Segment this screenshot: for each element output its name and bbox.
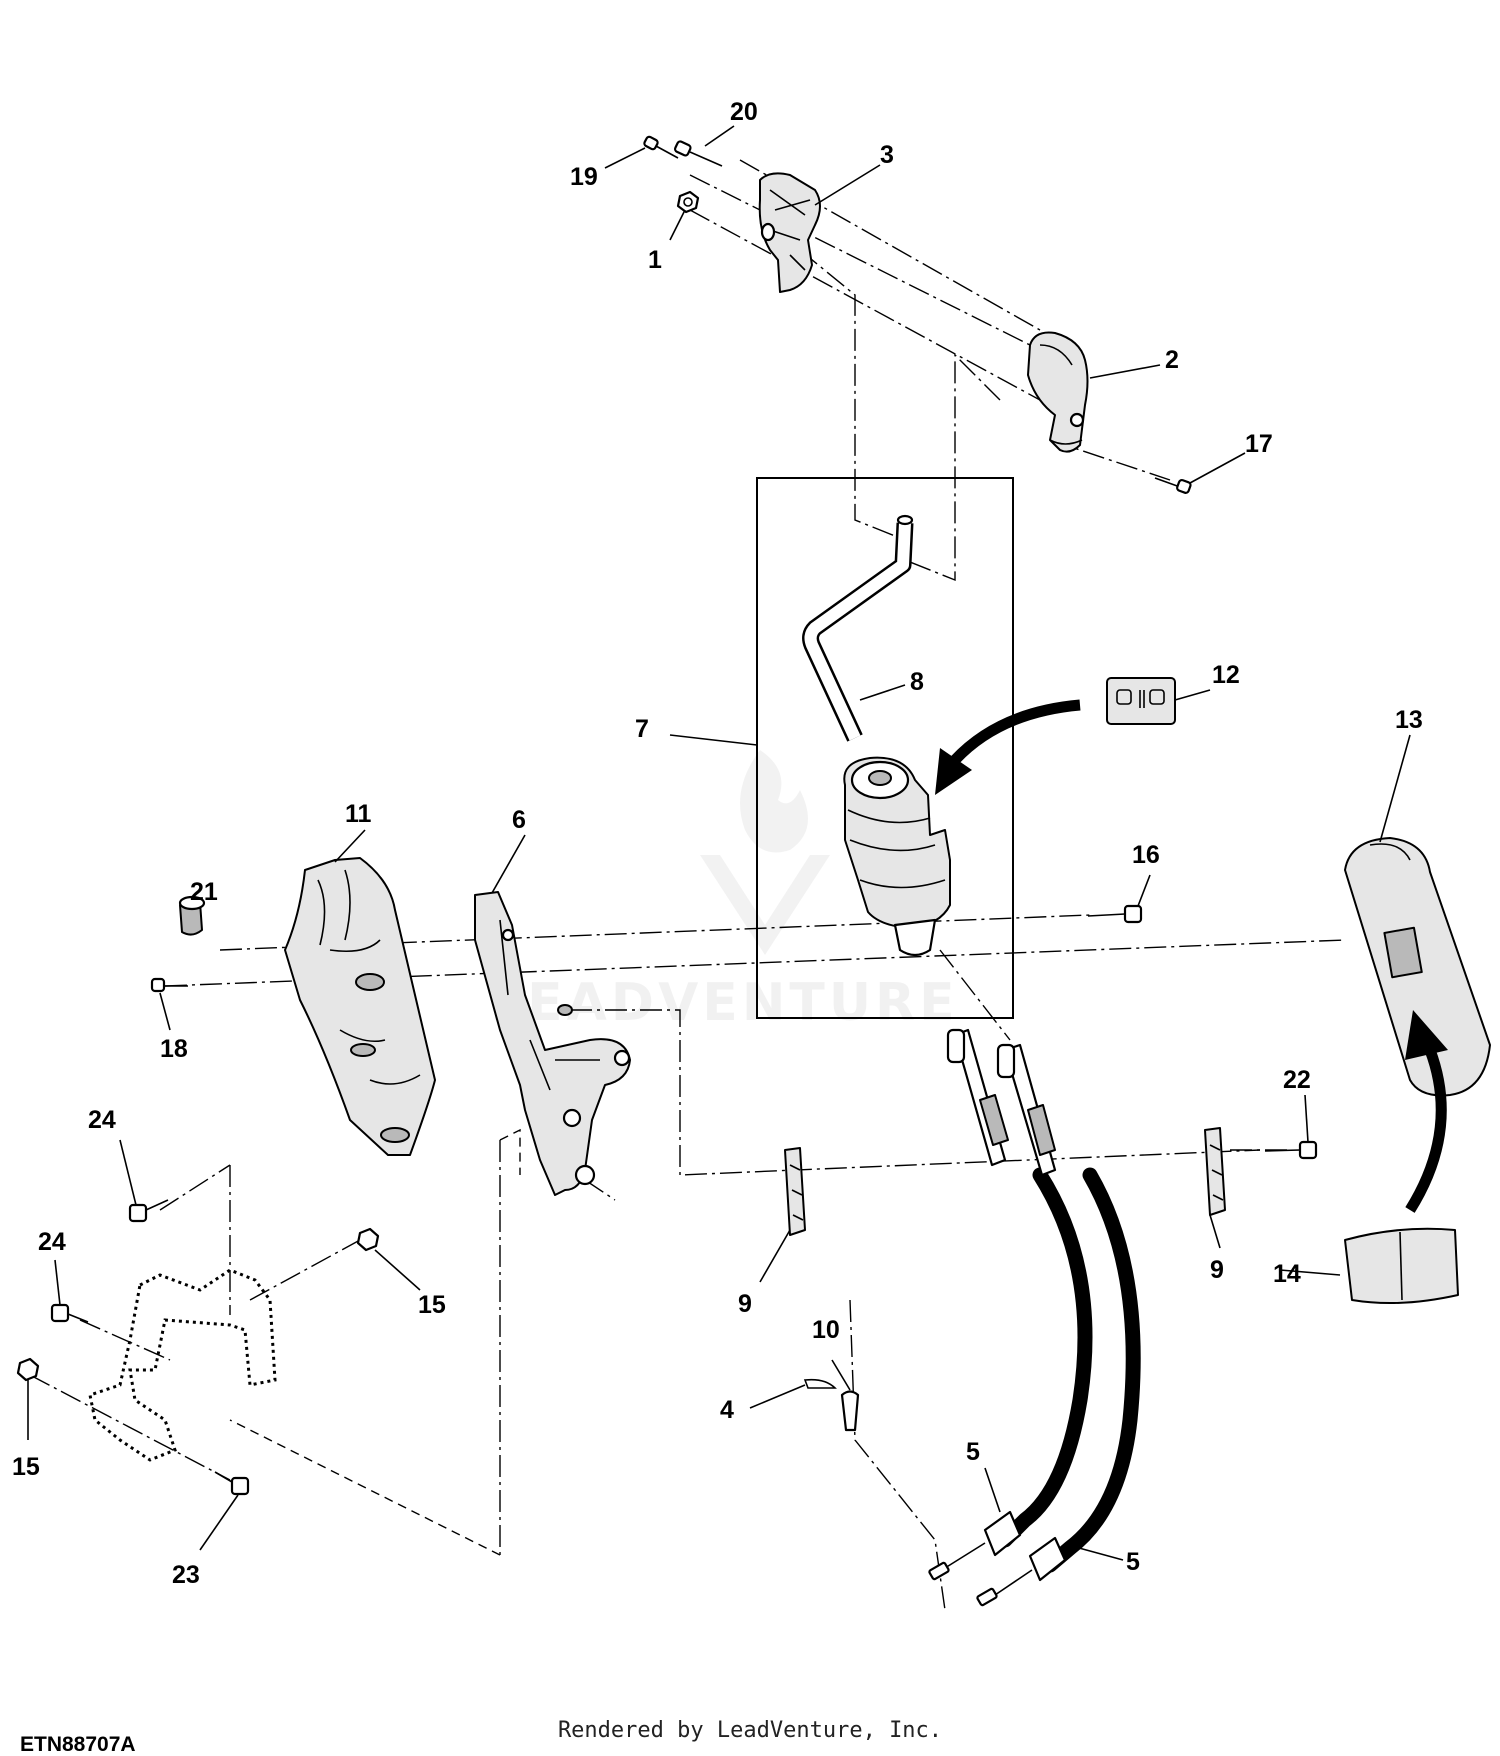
part-1-nut <box>676 190 700 214</box>
part-20-screw <box>674 140 723 167</box>
callout-8: 8 <box>910 668 924 696</box>
part-9-clip-left <box>784 1147 806 1236</box>
part-8-rod <box>802 514 914 742</box>
callout-5-upper: 5 <box>966 1438 980 1466</box>
callout-labels: 20 19 3 1 2 17 8 12 13 7 11 6 21 16 18 2… <box>12 98 1423 1589</box>
part-18-screw <box>150 977 188 993</box>
render-credit: Rendered by LeadVenture, Inc. <box>557 1718 943 1743</box>
assembly-7-box <box>756 477 1014 1019</box>
part-15-nut-lower <box>16 1357 40 1382</box>
callout-24-upper: 24 <box>88 1106 116 1134</box>
part-12-decal <box>1106 677 1176 725</box>
callout-21: 21 <box>190 878 218 906</box>
callout-3: 3 <box>880 141 894 169</box>
part-7-valve <box>843 756 951 957</box>
callout-24-lower: 24 <box>38 1228 66 1256</box>
part-13-cover <box>1344 837 1491 1097</box>
part-19-screw <box>643 135 679 159</box>
callout-7: 7 <box>635 715 649 743</box>
part-17-screw <box>1154 477 1192 494</box>
part-11-shroud <box>284 857 436 1156</box>
callout-15-upper: 15 <box>418 1291 446 1319</box>
callout-1: 1 <box>648 246 662 274</box>
part-4-cotter-pin <box>803 1378 837 1389</box>
part-9-clip-right <box>1204 1127 1226 1216</box>
leader-lines <box>27 125 1411 1561</box>
part-24-bolt-upper <box>128 1199 169 1223</box>
callout-6: 6 <box>512 806 526 834</box>
part-14-label <box>1344 1227 1459 1305</box>
part-23-bolt <box>214 1471 250 1496</box>
part-15-nut-upper <box>356 1227 380 1252</box>
arrow-label-to-cover <box>1405 1010 1448 1213</box>
callout-9-right: 9 <box>1210 1256 1224 1284</box>
callout-16: 16 <box>1132 841 1160 869</box>
callout-2: 2 <box>1165 346 1179 374</box>
callout-23: 23 <box>172 1561 200 1589</box>
callout-4: 4 <box>720 1396 734 1424</box>
hidden-lines <box>229 1128 521 1556</box>
alignment-lines <box>29 159 1346 1611</box>
part-5-cables <box>928 1028 1141 1607</box>
callout-20: 20 <box>730 98 758 126</box>
watermark-text: LEADVENTURE <box>490 973 959 1033</box>
callout-17: 17 <box>1245 430 1273 458</box>
part-16-bolt <box>1087 904 1143 924</box>
callout-18: 18 <box>160 1035 188 1063</box>
leadventure-watermark: LEADVENTURE <box>490 750 959 1033</box>
callout-9-left: 9 <box>738 1290 752 1318</box>
part-2-handle <box>1027 331 1089 453</box>
frame-reference <box>88 1268 277 1462</box>
callout-13: 13 <box>1395 706 1423 734</box>
callout-14: 14 <box>1273 1260 1301 1288</box>
part-22-bolt <box>1264 1140 1318 1160</box>
callout-22: 22 <box>1283 1066 1311 1094</box>
part-3-lever-bracket <box>758 172 821 293</box>
part-10-pin <box>840 1390 860 1432</box>
callout-12: 12 <box>1212 661 1240 689</box>
part-6-bracket <box>474 891 631 1196</box>
callout-10: 10 <box>812 1316 840 1344</box>
arrow-decal-to-valve <box>935 699 1081 795</box>
callout-15-lower: 15 <box>12 1453 40 1481</box>
callout-5-lower: 5 <box>1126 1548 1140 1576</box>
callout-19: 19 <box>570 163 598 191</box>
callout-11: 11 <box>345 800 372 828</box>
part-24-bolt-lower <box>50 1303 89 1323</box>
part-21-grommet <box>178 895 206 936</box>
